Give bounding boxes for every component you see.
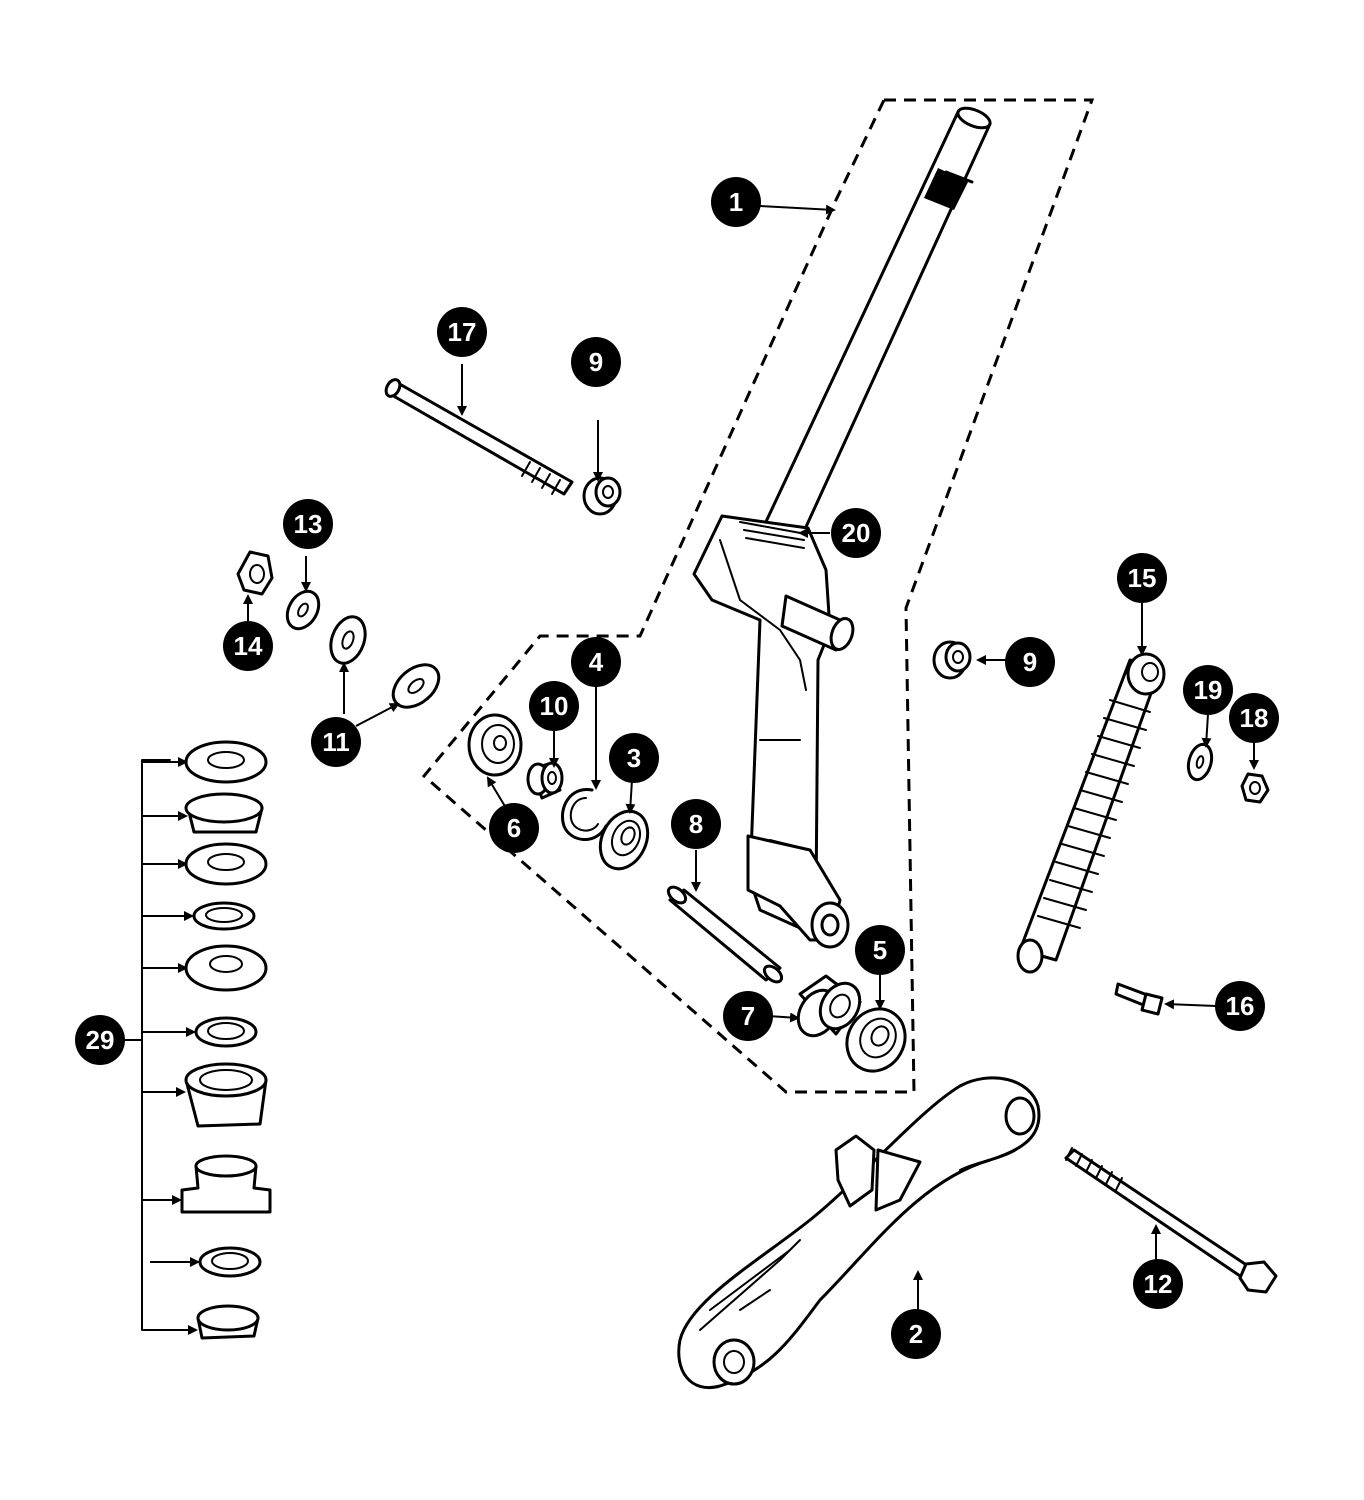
callout-9-right: 9 — [1005, 637, 1055, 687]
callout-2: 2 — [891, 1309, 941, 1359]
washer-part-13 — [285, 589, 321, 631]
fork-leg-part — [692, 514, 855, 949]
callout-1: 1 — [711, 177, 761, 227]
headset-stack-part — [123, 740, 272, 1340]
callout-8-label: 8 — [689, 809, 703, 839]
hex-nut-part — [236, 550, 274, 596]
bushing-part-right — [932, 640, 972, 680]
callout-9-upper-label: 9 — [589, 347, 603, 377]
callout-15: 15 — [1117, 553, 1167, 603]
long-bolt-part — [1064, 1147, 1278, 1294]
callout-7: 7 — [723, 991, 773, 1041]
callout-3-label: 3 — [627, 743, 641, 773]
callout-2-label: 2 — [909, 1319, 923, 1349]
callout-8: 8 — [671, 799, 721, 849]
circlip-part — [561, 788, 608, 841]
callout-10: 10 — [529, 681, 579, 731]
callout-14-label: 14 — [234, 631, 263, 661]
fork-assembly-boundary — [421, 98, 1095, 1094]
callout-20-label: 20 — [842, 518, 871, 548]
callout-5: 5 — [855, 925, 905, 975]
callout-29: 29 — [75, 1015, 125, 1065]
nut-part-18 — [1240, 772, 1270, 804]
shock-absorber-part — [1016, 652, 1166, 974]
callout-5-label: 5 — [873, 935, 887, 965]
callout-29-label: 29 — [86, 1025, 115, 1055]
callout-13: 13 — [283, 499, 333, 549]
callout-15-label: 15 — [1128, 563, 1157, 593]
spacer-part — [526, 761, 564, 800]
washer-part-11 — [329, 615, 441, 709]
washer-part-19 — [1186, 742, 1214, 782]
callout-4-label: 4 — [589, 647, 604, 677]
callout-9-upper: 9 — [571, 337, 621, 387]
callout-7-label: 7 — [741, 1001, 755, 1031]
callout-12: 12 — [1133, 1259, 1183, 1309]
callout-6-label: 6 — [507, 813, 521, 843]
callout-12-label: 12 — [1144, 1269, 1173, 1299]
callout-1-label: 1 — [729, 187, 743, 217]
seal-part — [467, 713, 523, 777]
callout-10-label: 10 — [540, 691, 569, 721]
pin-part — [666, 885, 784, 984]
leader-arrows — [243, 204, 1259, 1316]
callout-11: 11 — [311, 717, 361, 767]
steerer-tube-part — [762, 106, 992, 542]
bushing-part-upper — [582, 476, 622, 516]
callout-19: 19 — [1183, 665, 1233, 715]
callout-16-label: 16 — [1226, 991, 1255, 1021]
swing-arm-part — [677, 1076, 1041, 1389]
axle-bolt-part — [384, 378, 574, 496]
callout-4: 4 — [571, 637, 621, 687]
callout-3: 3 — [609, 733, 659, 783]
small-bolt-part — [1114, 982, 1164, 1016]
callout-17: 17 — [437, 307, 487, 357]
callout-17-label: 17 — [448, 317, 477, 347]
callout-13-label: 13 — [294, 509, 323, 539]
callout-9-right-label: 9 — [1023, 647, 1037, 677]
callout-14: 14 — [223, 621, 273, 671]
callout-18-label: 18 — [1240, 703, 1269, 733]
bearing-part-5 — [845, 1007, 907, 1073]
needle-bearing-part — [796, 974, 862, 1038]
callout-18: 18 — [1229, 693, 1279, 743]
callout-20: 20 — [831, 508, 881, 558]
callout-11-label: 11 — [322, 727, 350, 757]
callout-16: 16 — [1215, 981, 1265, 1031]
callout-6: 6 — [489, 803, 539, 853]
bearing-part-3 — [598, 809, 650, 871]
callout-19-label: 19 — [1194, 675, 1223, 705]
